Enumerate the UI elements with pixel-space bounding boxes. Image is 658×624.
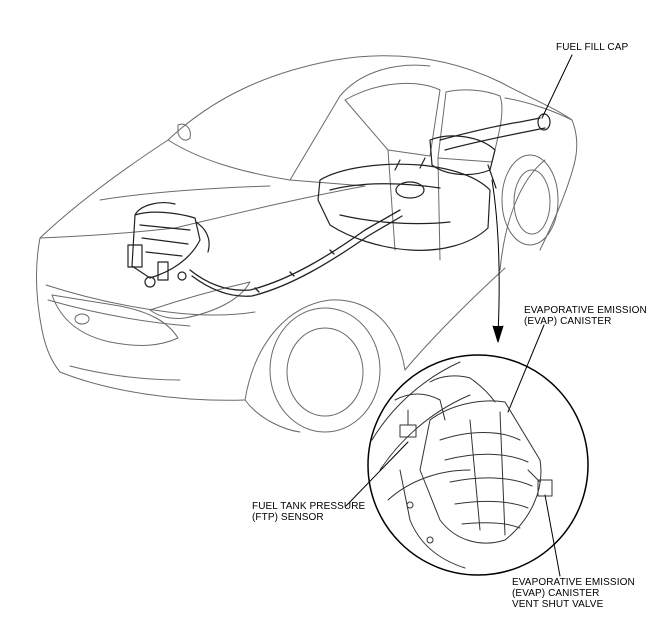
car-body (35, 55, 578, 433)
label-line: (EVAP) CANISTER (524, 316, 612, 327)
label-line: EVAPORATIVE EMISSION (524, 305, 647, 316)
fuel-lines (189, 209, 403, 297)
label-line: (FTP) SENSOR (252, 512, 324, 523)
label-line: FUEL TANK PRESSURE (252, 501, 366, 512)
label-line: VENT SHUT VALVE (512, 599, 604, 610)
fuel-tank (317, 113, 551, 251)
label-fuel-fill-cap: FUEL FILL CAP (556, 42, 628, 53)
label-line: (EVAP) CANISTER (512, 588, 600, 599)
label-evap-canister: EVAPORATIVE EMISSION (EVAP) CANISTER (524, 305, 647, 327)
label-evap-vent-valve: EVAPORATIVE EMISSION (EVAP) CANISTER VEN… (512, 577, 635, 610)
label-ftp-sensor: FUEL TANK PRESSURE (FTP) SENSOR (252, 501, 365, 523)
leader-lines (345, 54, 573, 577)
label-line: FUEL FILL CAP (556, 42, 629, 53)
label-line: EVAPORATIVE EMISSION (512, 577, 635, 588)
zoom-detail-view (367, 354, 589, 576)
engine-components (127, 202, 210, 288)
